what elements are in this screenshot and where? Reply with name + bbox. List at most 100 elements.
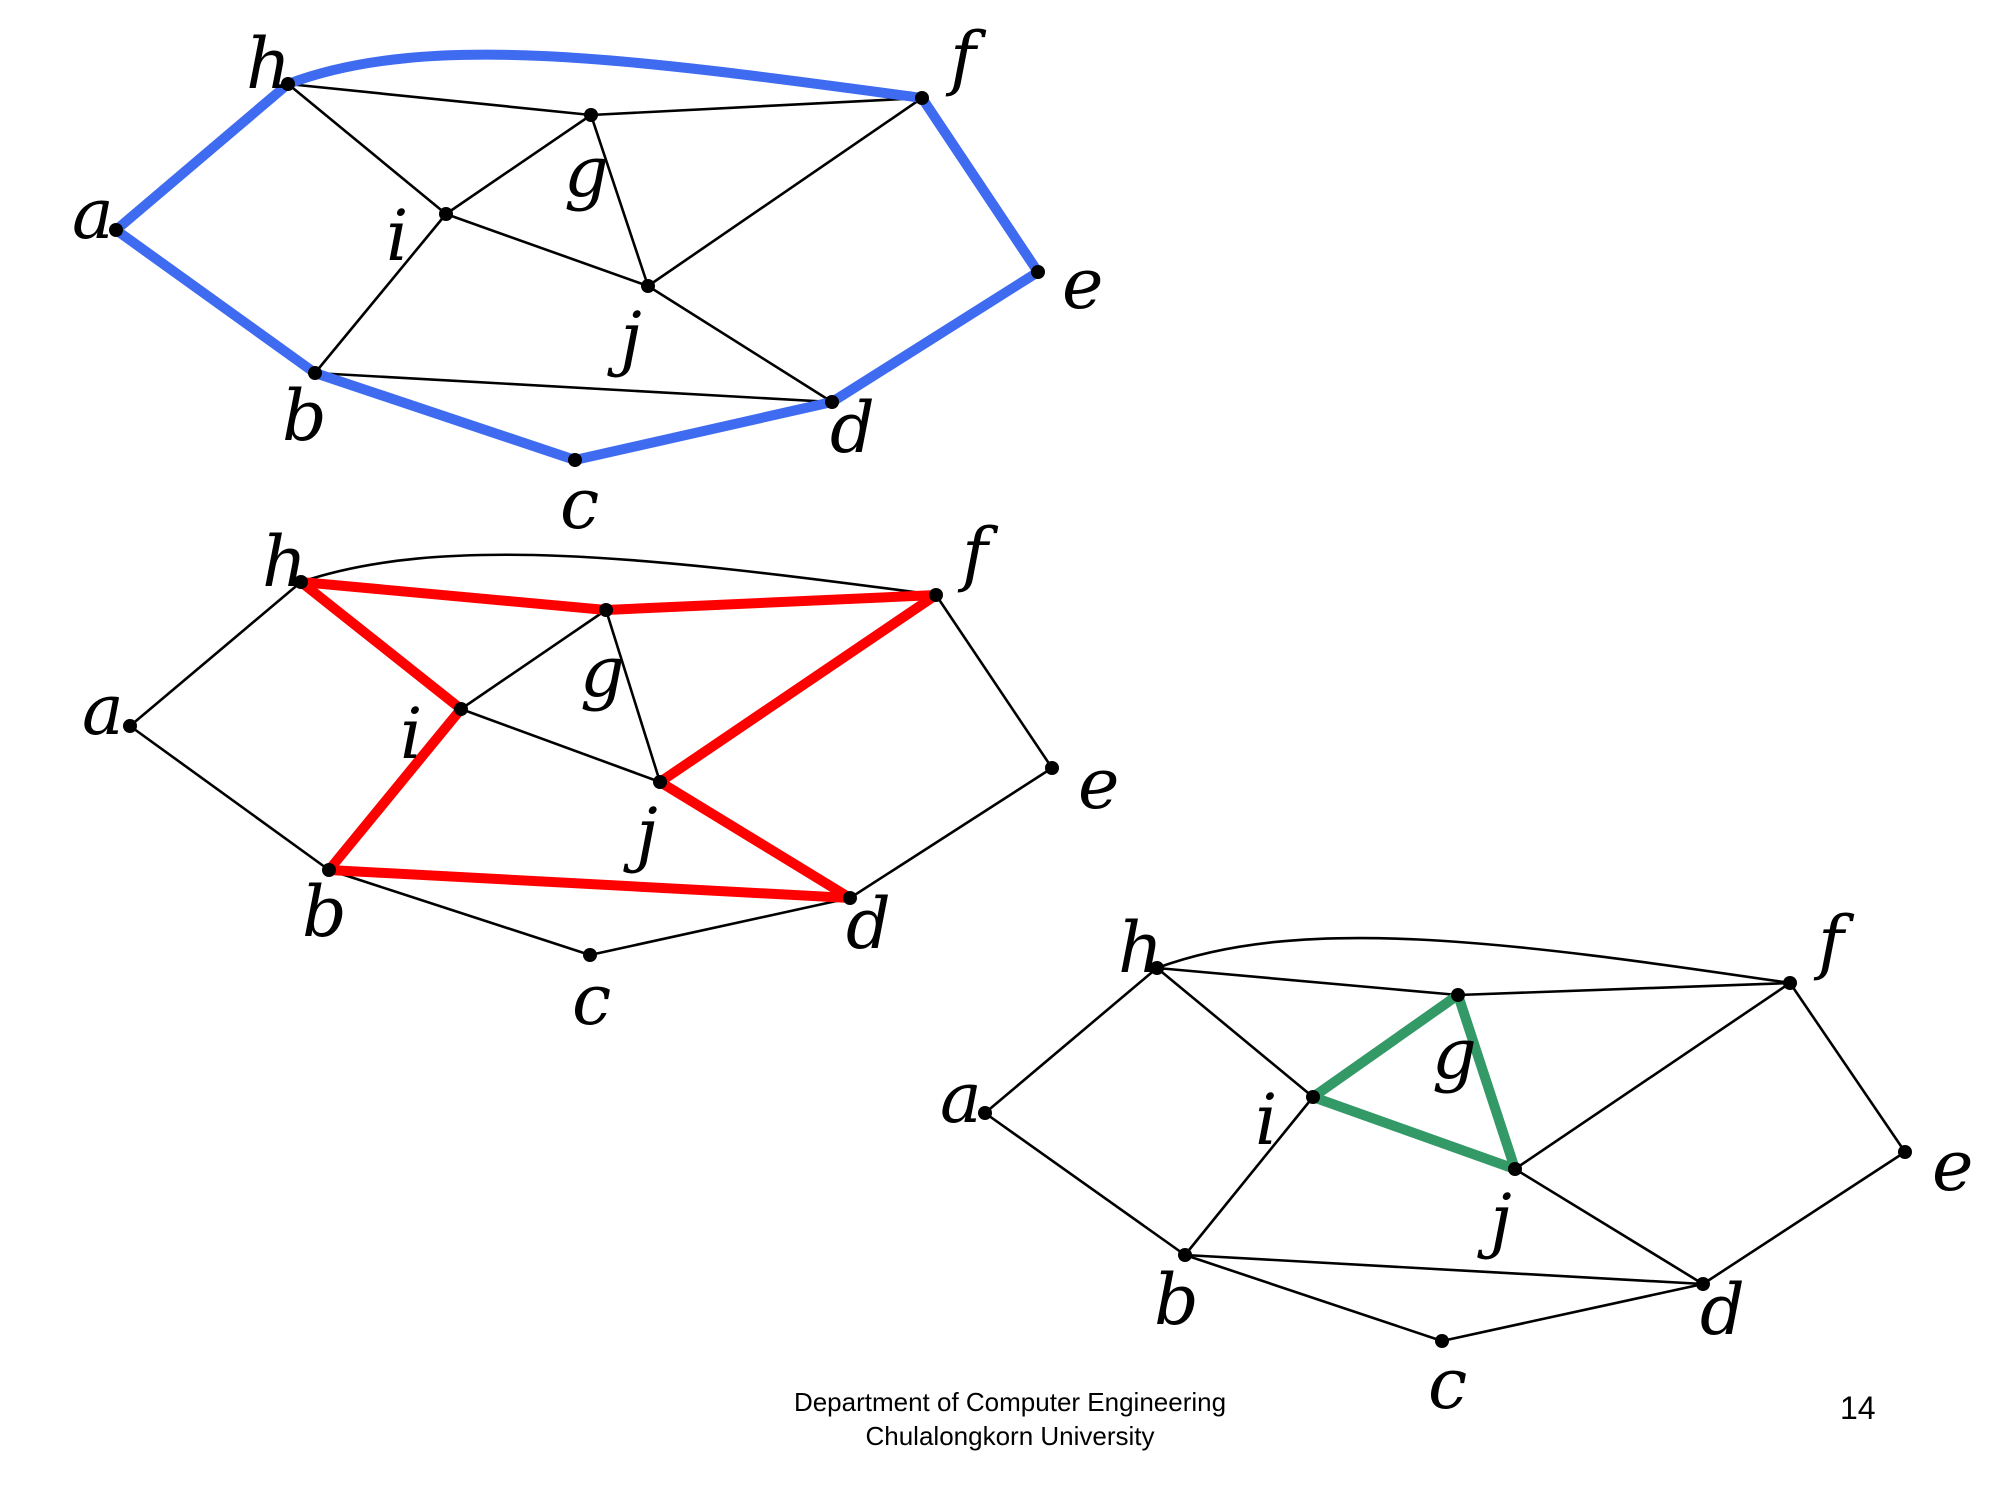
graph-3-label-c: c <box>1428 1343 1467 1425</box>
graph-1-label-i: i <box>386 195 408 277</box>
graph-2-label-d: d <box>846 883 891 965</box>
graph-2-edge-i-g <box>460 608 607 711</box>
graph-3-vertex-j <box>1508 1162 1522 1176</box>
graph-1-highlight-edge-e-d <box>827 267 1043 407</box>
graph-2-edge-b-a <box>129 724 330 872</box>
graph-2-label-j: j <box>623 793 658 875</box>
graph-3-edge-e-d <box>1702 1150 1906 1286</box>
graph-2-vertex-b <box>322 863 336 877</box>
graph-2-label-a: a <box>82 669 124 751</box>
graph-3-vertex-i <box>1306 1090 1320 1104</box>
graph-2-edge-f-e <box>934 594 1054 769</box>
graph-1-highlight-edge-b-a <box>111 225 320 378</box>
graph-2-vertex-f <box>929 588 943 602</box>
graph-2-vertex-g <box>599 603 613 617</box>
graph-1-vertex-h <box>281 77 295 91</box>
graph-3-edge-f-j <box>1514 981 1791 1171</box>
graph-1-edge-i-b <box>313 213 448 374</box>
graph-3-edge-b-d <box>1184 1253 1704 1286</box>
graph-1-vertex-f <box>915 91 929 105</box>
graph-3-label-g: g <box>1432 1013 1477 1095</box>
graph-2-vertex-d <box>843 891 857 905</box>
graph-1-vertex-a <box>109 223 123 237</box>
graph-2-edge-a-h <box>129 581 302 727</box>
graph-3-edge-d-c <box>1441 1282 1704 1343</box>
graph-2-edge-d-c <box>589 896 851 957</box>
graph-2-edge-h-f <box>300 553 937 597</box>
graph-1-highlight-edge-d-c <box>570 397 837 465</box>
graph-3-edge-h-f <box>1156 936 1791 985</box>
footer-university: Chulalongkorn University <box>865 1421 1155 1451</box>
graph-3-vertex-b <box>1178 1248 1192 1262</box>
graph-2-vertex-j <box>653 775 667 789</box>
graph-1-vertex-c <box>568 453 582 467</box>
graph-2-highlight-edge-g-f <box>601 590 941 615</box>
graph-2-highlight-edge-d-b <box>324 865 855 903</box>
graph-2-edge-e-d <box>849 766 1053 900</box>
graph-1-label-d: d <box>830 387 875 469</box>
page-number: 14 <box>1840 1390 1876 1426</box>
graph-2-edge-i-j <box>460 707 661 784</box>
graph-2-highlight-edge-h-g <box>296 577 611 615</box>
graph-3-label-h: h <box>1118 907 1163 989</box>
graph-3-edge-g-f <box>1457 981 1791 997</box>
graph-1-edge-f-j <box>647 96 923 288</box>
graph-1-edge-g-j <box>589 114 650 287</box>
graph-1-vertex-j <box>641 279 655 293</box>
graph-3-label-e: e <box>1932 1125 1973 1207</box>
graph-3-edge-h-g <box>1156 966 1459 997</box>
graph-2-vertex-e <box>1045 761 1059 775</box>
graph-1-highlight-edge-f-e <box>917 93 1043 277</box>
graph-1-vertex-b <box>308 366 322 380</box>
graph-2-label-e: e <box>1078 743 1119 825</box>
graph-1-label-f: f <box>945 17 987 99</box>
graph-2-highlight-edge-b-i <box>324 704 466 875</box>
graph-3-highlight-edge-j-i <box>1308 1092 1520 1174</box>
graph-2-vertex-h <box>294 575 308 589</box>
graph-3-highlight-edge-g-j <box>1453 990 1520 1174</box>
graph-1-label-c: c <box>560 463 599 545</box>
graph-1-edge-i-g <box>445 113 592 216</box>
graph-1-label-b: b <box>282 375 327 457</box>
graph-3-edge-i-b <box>1183 1096 1315 1256</box>
graph-1-label-g: g <box>564 131 609 213</box>
graph-3-vertex-h <box>1150 961 1164 975</box>
graph-3-edge-c-b <box>1184 1253 1443 1343</box>
graph-1-edge-h-g <box>287 82 592 117</box>
graph-2-highlight-edge-j-d <box>655 777 855 903</box>
footer: Department of Computer Engineering Chula… <box>700 1385 1320 1453</box>
graph-2-label-h: h <box>262 521 307 603</box>
graph-2-vertex-a <box>123 719 137 733</box>
graph-1-label-j: j <box>607 297 642 379</box>
graph-3-vertex-e <box>1898 1145 1912 1159</box>
graph-3-label-b: b <box>1154 1259 1199 1341</box>
graph-1-vertex-d <box>825 395 839 409</box>
graph-1-vertex-i <box>439 207 453 221</box>
graph-3-label-j: j <box>1477 1179 1512 1261</box>
graph-2-vertex-c <box>583 948 597 962</box>
graph-2-edge-g-j <box>604 609 662 783</box>
graph-3-vertex-a <box>978 1106 992 1120</box>
graph-3-vertex-g <box>1451 988 1465 1002</box>
graph-1-vertex-g <box>584 108 598 122</box>
graph-2-highlight-edge-i-h <box>296 577 466 714</box>
graph-3-edge-f-e <box>1788 982 1907 1153</box>
graph-3-vertex-f <box>1783 976 1797 990</box>
graph-3-label-d: d <box>1700 1269 1745 1351</box>
graph-1-vertex-e <box>1031 265 1045 279</box>
graph-2-label-f: f <box>957 513 999 595</box>
graph-2-vertex-i <box>454 702 468 716</box>
graph-1-highlight-edge-c-b <box>310 368 580 465</box>
graph-3-edge-b-a <box>984 1111 1186 1257</box>
graph-1-label-e: e <box>1062 243 1103 325</box>
graph-3-edge-a-h <box>984 967 1158 1114</box>
graph-3-vertex-c <box>1435 1334 1449 1348</box>
graph-1-edge-h-i <box>287 82 447 216</box>
graph-3-label-a: a <box>940 1057 982 1139</box>
graph-1-edge-j-d <box>647 284 833 404</box>
graph-3-edge-j-d <box>1514 1167 1704 1286</box>
